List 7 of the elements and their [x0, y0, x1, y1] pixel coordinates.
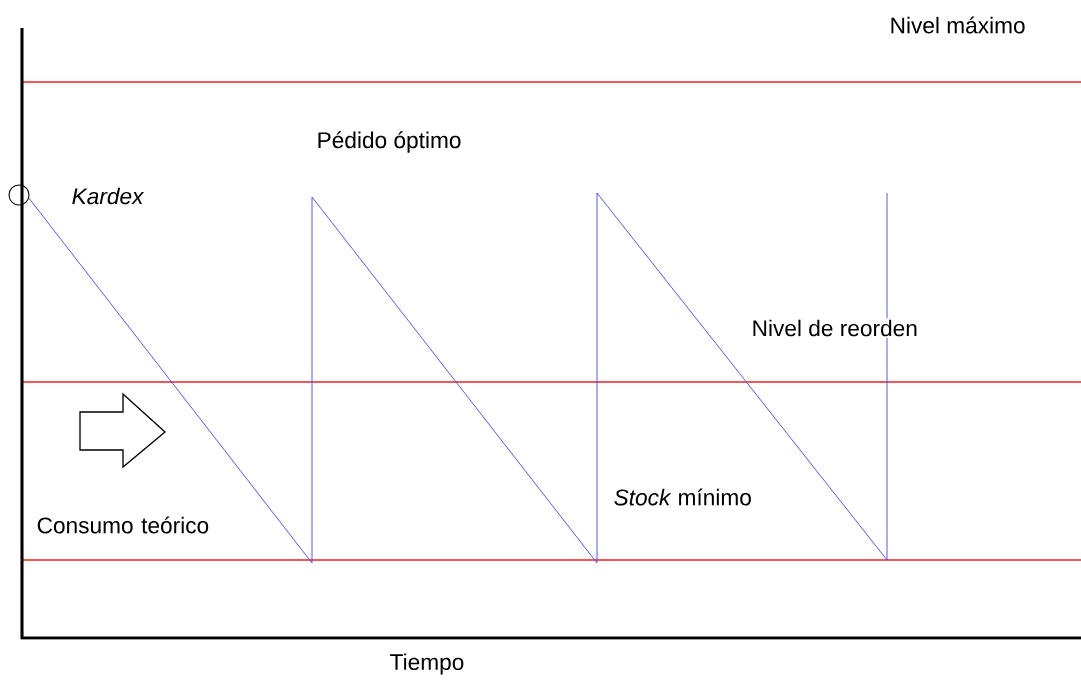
label-text: Stock mínimo: [614, 488, 751, 506]
label-text: Nivel máximo: [891, 16, 1025, 34]
label-text: Tiempo: [390, 653, 464, 675]
label-text: Pédido óptimo: [318, 131, 461, 153]
label-text: Kardex: [72, 187, 145, 205]
label-text: Nivel de reorden: [750, 318, 920, 338]
label-text: Consumo teórico: [37, 516, 209, 534]
